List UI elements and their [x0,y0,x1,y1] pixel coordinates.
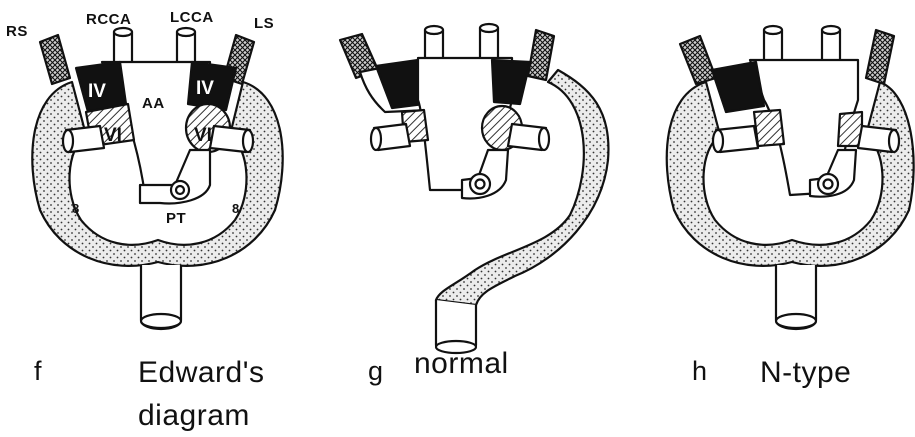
caption-letter-h: h [692,356,707,386]
trunk-opening-f [141,314,181,328]
ls-vessel-h [866,30,894,84]
panel-h [667,26,914,329]
ls-vessel-g [528,30,554,80]
caption-g-line1: normal [414,347,509,380]
label-arch-vi-left: VI [104,125,122,146]
panel-g [340,24,608,353]
label-segment-8-right: 8 [232,201,239,216]
caption-f-line1: Edward's [138,356,264,389]
label-segment-8-left: 8 [72,201,79,216]
rs-vessel-h [680,36,716,84]
caption-f-line2: diagram [138,399,250,432]
label-arch-vi-right: VI [194,125,212,146]
arch-iv-right-g [492,60,530,104]
label-lcca: LCCA [170,9,214,26]
caption-letter-f: f [34,356,42,386]
label-arch-iv-right: IV [196,78,214,99]
label-rcca: RCCA [86,11,131,28]
arch-iv-left-h [712,62,764,112]
caption-letter-g: g [368,356,383,386]
label-pt: PT [166,210,186,227]
caption-h-line1: N-type [760,356,851,389]
arch-vi-left-h [754,110,784,146]
label-aa: AA [142,95,165,112]
panel-f [32,28,282,329]
label-rs: RS [6,23,28,40]
rs-vessel-f [40,35,70,84]
label-arch-iv-left: IV [88,81,106,102]
label-ls: LS [254,15,274,32]
